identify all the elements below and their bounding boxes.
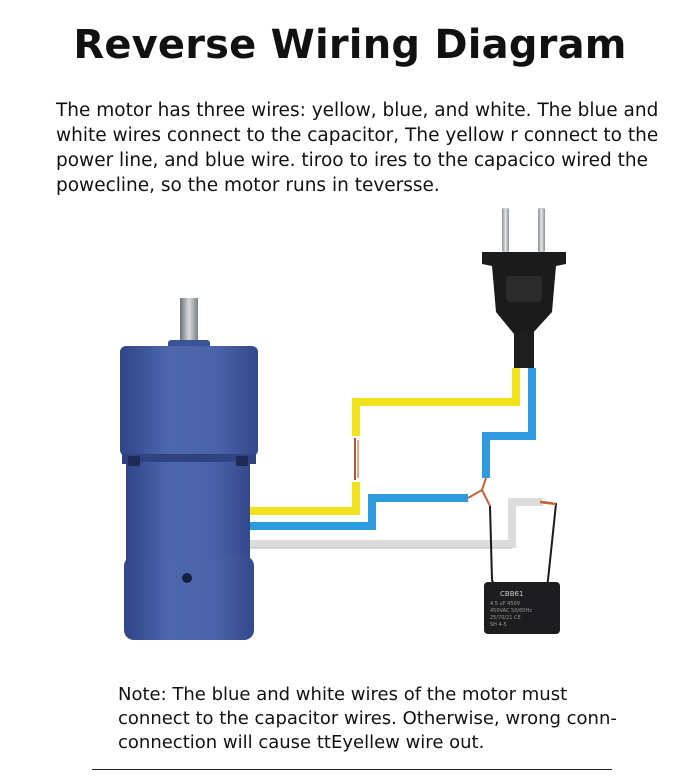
blue-wire-plug xyxy=(482,368,536,478)
capacitor: CBB61 4.5 uF 450V 450VAC 50/60Hz 25/70/2… xyxy=(484,582,560,634)
motor-screw-hole xyxy=(182,573,192,583)
plug-neck xyxy=(514,332,534,368)
intro-line: powecline, so the motor runs in teversse… xyxy=(56,175,440,196)
motor-bolt xyxy=(128,456,140,466)
motor-shaft xyxy=(180,298,198,344)
capacitor-spec: 25/70/21 CE xyxy=(490,615,521,621)
yellow-wire xyxy=(250,482,360,515)
intro-line: power line, and blue wire. tiroo to ires… xyxy=(56,150,648,171)
note-line: connection will cause ttEyellew wire out… xyxy=(118,732,485,753)
white-wire xyxy=(250,498,543,548)
capacitor-brand: CBB61 xyxy=(500,590,523,598)
capacitor-body xyxy=(484,582,560,634)
motor-gearbox xyxy=(120,346,258,456)
capacitor-spec: 450VAC 50/60Hz xyxy=(490,608,532,614)
white-splice xyxy=(539,500,557,506)
intro-paragraph: The motor has three wires: yellow, blue,… xyxy=(56,98,666,198)
capacitor-spec: 4.5 uF 450V xyxy=(490,601,521,607)
page-title: Reverse Wiring Diagram xyxy=(73,22,627,68)
bottom-rule xyxy=(92,769,612,770)
plug-grip xyxy=(506,276,542,302)
intro-line: The motor has three wires: yellow, blue,… xyxy=(56,100,659,121)
motor-end-cap xyxy=(124,556,254,640)
motor-body xyxy=(126,462,250,562)
capacitor-spec: SH 4-5 xyxy=(490,622,507,628)
wiring-diagram: CBB61 4.5 uF 450V 450VAC 50/60Hz 25/70/2… xyxy=(120,208,566,640)
yellow-wire-plug xyxy=(352,368,520,436)
blue-wire-motor xyxy=(250,494,468,530)
power-plug xyxy=(482,208,566,368)
plug-prong xyxy=(538,208,545,252)
motor-flange xyxy=(122,454,256,464)
note-line: Note: The blue and white wires of the mo… xyxy=(118,684,568,705)
note-line: connect to the capacitor wires. Otherwis… xyxy=(118,708,617,729)
plug-prong xyxy=(502,208,509,252)
blue-splice xyxy=(467,477,491,507)
intro-line: white wires connect to the capacitor, Th… xyxy=(56,125,659,146)
note-paragraph: Note: The blue and white wires of the mo… xyxy=(118,683,638,755)
motor-bolt xyxy=(236,456,248,466)
gear-motor xyxy=(120,298,258,640)
